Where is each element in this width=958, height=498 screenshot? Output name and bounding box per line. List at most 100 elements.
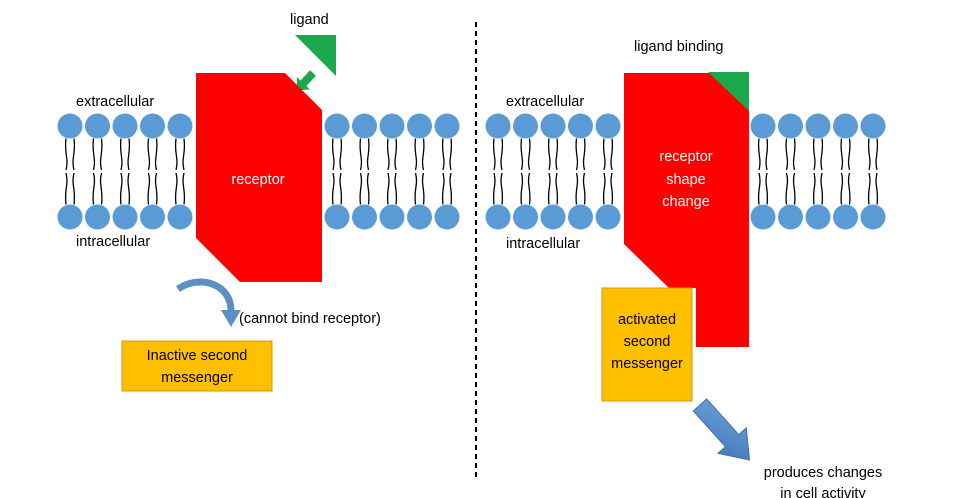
lipid-tail [331, 172, 335, 205]
lipid-tail [154, 172, 158, 205]
lipid-tail [92, 172, 96, 205]
lipid-tail [847, 138, 851, 171]
lipid-head [324, 204, 350, 230]
ligand-binding-label: ligand binding [634, 39, 724, 55]
lipid-tail [582, 172, 586, 205]
lipid-head [568, 113, 593, 139]
lipid-tail [500, 138, 504, 171]
lipid-head [324, 113, 350, 139]
activated-messenger-line-1: activated [618, 312, 676, 328]
lipid-tail [582, 138, 586, 171]
lipid-tail [394, 172, 398, 205]
lipid-head [595, 113, 621, 139]
lipid-head [85, 113, 110, 139]
lipid-tail [182, 138, 186, 171]
receptor-label: receptor [231, 172, 284, 188]
lipid-tail [64, 172, 68, 205]
lipid-tail [414, 138, 418, 171]
activated-messenger-line-3: messenger [611, 356, 683, 372]
lipid-tail [840, 138, 844, 171]
lipid-tail [386, 138, 390, 171]
lipid-tail [765, 172, 769, 205]
receptor-inactive [196, 73, 322, 282]
lipid-head [805, 204, 831, 230]
lipid-head [167, 113, 193, 139]
lipid-tail [174, 172, 178, 205]
lipid-tail [64, 138, 68, 171]
lipid-head [568, 204, 593, 230]
lipid-tail [449, 172, 453, 205]
lipid-tail [72, 138, 76, 171]
lipid-head [540, 113, 566, 139]
lipid-tail [792, 138, 796, 171]
lipid-tail [555, 138, 559, 171]
lipid-tail [602, 172, 606, 205]
lipid-tail [527, 172, 531, 205]
lipid-head [540, 204, 566, 230]
lipid-head [833, 113, 858, 139]
bound-ligand-triangle [708, 72, 749, 111]
lipid-tail [339, 138, 343, 171]
lipid-tail [820, 138, 824, 171]
lipid-tail [847, 172, 851, 205]
lipid-head [750, 113, 776, 139]
lipid-head [112, 204, 138, 230]
left-panel: ligand extracellular intracellular recep… [76, 12, 381, 392]
membrane-bilayer-left [57, 113, 460, 230]
lipid-head [140, 204, 165, 230]
lipid-head [860, 113, 886, 139]
lipid-tail [366, 138, 370, 171]
activated-messenger-box [601, 287, 693, 402]
inactive-messenger-box [121, 340, 273, 392]
lipid-tail [785, 138, 789, 171]
lipid-head [167, 204, 193, 230]
lipid-tail [421, 138, 425, 171]
lipid-tail [92, 138, 96, 171]
lipid-tail [72, 172, 76, 205]
lipid-tail [182, 172, 186, 205]
receptor-change-line-2: shape [666, 172, 706, 188]
lipid-tail [127, 138, 131, 171]
lipid-head [407, 204, 432, 230]
activated-messenger-line-2: second [624, 334, 671, 350]
lipid-head [57, 204, 83, 230]
lipid-tail [555, 172, 559, 205]
lipid-head [513, 204, 538, 230]
extracellular-label-right: extracellular [506, 94, 584, 110]
lipid-tail [366, 172, 370, 205]
lipid-head [379, 204, 405, 230]
lipid-tail [610, 172, 614, 205]
lipid-tail [500, 172, 504, 205]
lipid-tail [527, 138, 531, 171]
lipid-tail [492, 172, 496, 205]
lipid-tail [875, 172, 879, 205]
lipid-tail [610, 138, 614, 171]
lipid-tail [441, 138, 445, 171]
lipid-head [513, 113, 538, 139]
lipid-head [57, 113, 83, 139]
lipid-tail [147, 172, 151, 205]
lipid-head [485, 113, 511, 139]
result-line-1: produces changes [764, 465, 883, 481]
cannot-bind-label: (cannot bind receptor) [239, 311, 381, 327]
lipid-head [860, 204, 886, 230]
receptor-change-line-1: receptor [659, 149, 712, 165]
lipid-tail [812, 138, 816, 171]
lipid-tail [757, 172, 761, 205]
lipid-tail [575, 172, 579, 205]
lipid-tail [147, 138, 151, 171]
curved-arrow-icon [176, 278, 241, 327]
lipid-tail [119, 172, 123, 205]
lipid-tail [757, 138, 761, 171]
intracellular-label-left: intracellular [76, 234, 150, 250]
lipid-tail [119, 138, 123, 171]
lipid-head [407, 113, 432, 139]
intracellular-label-right: intracellular [506, 236, 580, 252]
lipid-head [140, 113, 165, 139]
lipid-tail [359, 138, 363, 171]
lipid-tail [520, 172, 524, 205]
lipid-head [434, 113, 460, 139]
lipid-tail [331, 138, 335, 171]
lipid-tail [99, 138, 103, 171]
